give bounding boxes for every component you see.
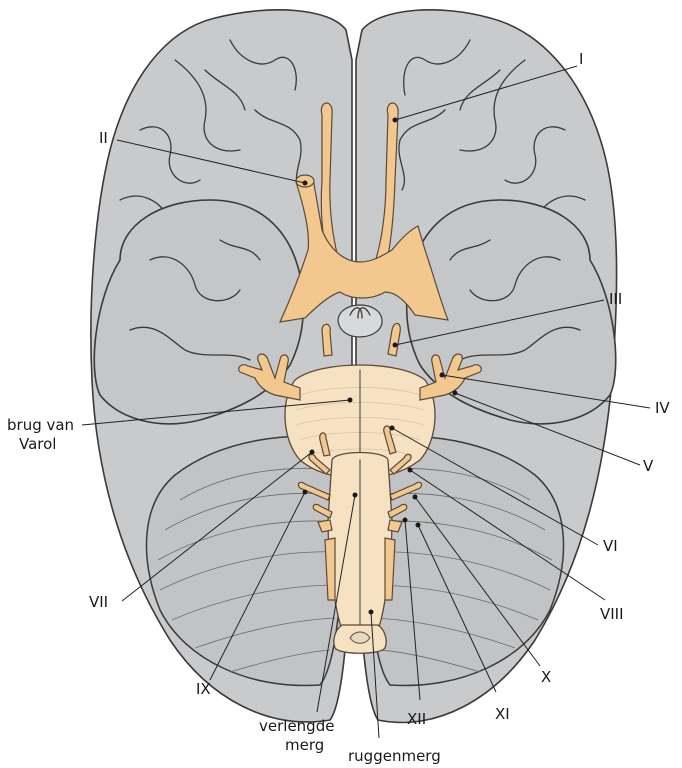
nerve-V-left (238, 353, 301, 401)
lower-nerves-left (297, 432, 336, 601)
olfactory-tract-right (374, 102, 399, 266)
label-VII: VII (89, 593, 108, 611)
label-II: II (99, 129, 108, 147)
label-X: X (541, 668, 551, 686)
label-pons-line1: brug van (7, 416, 74, 434)
optic-chiasm (278, 174, 449, 323)
leader-lines (81, 65, 651, 739)
label-IV: IV (655, 399, 670, 417)
label-medulla-line2: merg (285, 736, 324, 754)
mammillary-bodies (337, 304, 383, 338)
label-V: V (643, 457, 654, 475)
label-IX: IX (196, 680, 211, 698)
label-spinal-cord: ruggenmerg (348, 747, 441, 765)
lower-nerves-right (383, 425, 423, 601)
nerve-III-left (321, 323, 333, 357)
nerve-V-right (419, 353, 482, 401)
label-medulla-line1: verlengde (259, 717, 334, 735)
label-III: III (609, 290, 622, 308)
olfactory-tract-left (320, 102, 341, 269)
label-XII: XII (407, 710, 426, 728)
nerve-III-right (387, 322, 401, 357)
label-pons-line2: Varol (19, 435, 56, 453)
label-I: I (579, 50, 583, 68)
temporal-sulci (129, 239, 581, 361)
label-XI: XI (495, 705, 510, 723)
label-VI: VI (603, 537, 618, 555)
label-VIII: VIII (600, 605, 624, 623)
